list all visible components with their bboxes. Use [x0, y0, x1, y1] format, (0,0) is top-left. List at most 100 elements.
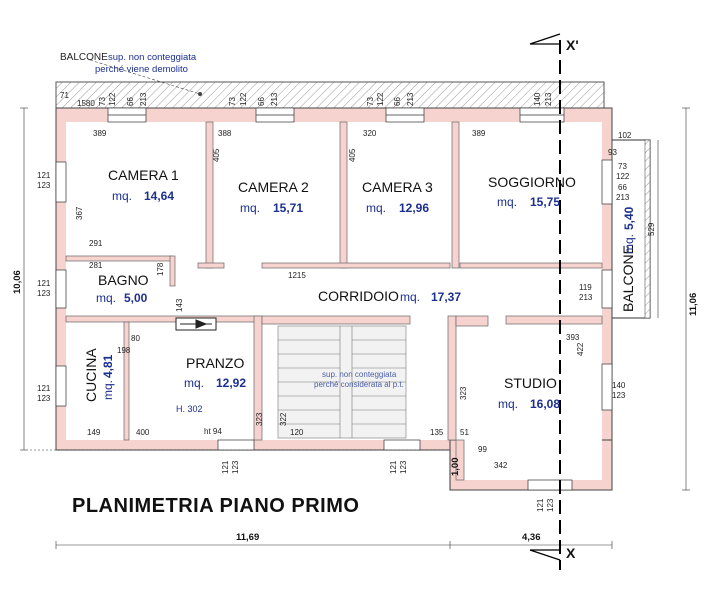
- dim-r529: 529: [647, 222, 656, 236]
- dim-r66: 66: [618, 183, 627, 192]
- dim-b123c: 123: [546, 498, 555, 512]
- room-name-camera2: CAMERA 2: [238, 179, 309, 195]
- window-left-camera1: [55, 161, 67, 203]
- section-mark-bottom: X: [566, 545, 576, 561]
- interior-walls: [65, 121, 603, 481]
- room-area-prefix-cucina: mq.: [101, 380, 115, 400]
- hood-symbol: [175, 317, 217, 331]
- room-area-camera1: 14,64: [144, 189, 174, 203]
- dim-r119: 119: [579, 283, 592, 292]
- dim-l121a: 121: [37, 171, 51, 180]
- dim-r102: 102: [618, 131, 632, 140]
- dim-w291: 291: [89, 239, 103, 248]
- dim-r93: 93: [608, 148, 617, 157]
- dim-h178: 178: [156, 262, 165, 276]
- room-height-pranzo: H. 302: [176, 404, 203, 414]
- dim-h367: 367: [75, 206, 84, 220]
- door-right-balcone: [601, 269, 613, 309]
- dim-w389b: 389: [472, 129, 486, 138]
- dim-w198: 198: [117, 346, 131, 355]
- room-area-prefix-camera2: mq.: [240, 201, 260, 215]
- room-area-prefix-corridoio: mq.: [400, 290, 420, 304]
- room-name-pranzo: PRANZO: [186, 355, 244, 371]
- overall-width-left: 11,69: [236, 532, 259, 543]
- balcony-note-line1: sup. non conteggiata: [108, 52, 197, 63]
- dim-r73: 73: [618, 162, 627, 171]
- room-name-camera1: CAMERA 1: [108, 167, 179, 183]
- dim-w149: 149: [87, 428, 101, 437]
- section-mark-top: X': [566, 37, 579, 53]
- overall-width-right: 4,36: [522, 532, 541, 543]
- dim-v323a: 323: [255, 412, 264, 426]
- window-bottom-pranzo: [217, 439, 255, 451]
- staircase: [277, 325, 407, 439]
- room-area-prefix-balcone-right: mq.: [622, 234, 636, 254]
- plan-title: PLANIMETRIA PIANO PRIMO: [72, 495, 359, 517]
- window-bottom-stair: [383, 439, 421, 451]
- dim-c4a: 140: [533, 92, 542, 106]
- dim-l121c: 121: [37, 384, 51, 393]
- dim-w320: 320: [363, 129, 377, 138]
- dim-c3a: 73: [366, 97, 375, 106]
- dim-w80: 80: [131, 334, 140, 343]
- stair-note-line1: sup. non conteggiata: [322, 370, 397, 379]
- dim-l123b: 123: [37, 289, 51, 298]
- dim-b123a: 123: [231, 460, 240, 474]
- dim-w389a: 389: [93, 129, 107, 138]
- dim-c2d: 213: [270, 92, 279, 106]
- dim-w135: 135: [430, 428, 444, 437]
- window-left-cucina: [55, 365, 67, 407]
- room-name-balcone-right: BALCONE: [620, 245, 636, 312]
- dim-r213: 213: [616, 193, 630, 202]
- room-area-prefix-studio: mq.: [498, 397, 518, 411]
- window-left-bagno: [55, 269, 67, 309]
- dim-c1c: 66: [126, 97, 135, 106]
- room-name-camera3: CAMERA 3: [362, 179, 433, 195]
- dim-71: 71: [60, 91, 69, 100]
- dim-c1a: 73: [98, 97, 107, 106]
- dim-b121a: 121: [221, 460, 230, 474]
- stair-note-line2: perché considerata al p.t.: [314, 380, 404, 389]
- room-area-bagno: 5,00: [124, 291, 148, 305]
- overall-height-left: 10,06: [12, 270, 23, 294]
- room-area-soggiorno: 15,75: [530, 195, 560, 209]
- room-area-studio: 16,08: [530, 397, 560, 411]
- room-area-prefix-camera1: mq.: [112, 189, 132, 203]
- dim-r123: 123: [612, 391, 626, 400]
- dim-w1215: 1215: [288, 271, 306, 280]
- dim-c1b: 122: [108, 92, 117, 106]
- balcony-right: [611, 139, 651, 319]
- dim-1580: 1580: [77, 99, 95, 108]
- dim-r422: 422: [576, 342, 585, 356]
- balcony-top-hatched: [55, 81, 605, 109]
- dim-l123a: 123: [37, 181, 51, 190]
- dim-c2b: 122: [239, 92, 248, 106]
- room-area-camera3: 12,96: [399, 201, 429, 215]
- dim-r213b: 213: [579, 293, 593, 302]
- dim-v322: 322: [279, 412, 288, 426]
- dim-c2c: 66: [257, 97, 266, 106]
- room-name-soggiorno: SOGGIORNO: [488, 174, 576, 190]
- dim-b121c: 121: [536, 498, 545, 512]
- dim-c4b: 213: [544, 92, 553, 106]
- dim-ht94: ht 94: [204, 427, 222, 436]
- balcony-note-line2: perché viene demolito: [95, 64, 188, 75]
- dim-l123c: 123: [37, 394, 51, 403]
- dim-c3d: 213: [406, 92, 415, 106]
- overall-offset: 1,00: [450, 458, 461, 477]
- room-area-corridoio: 17,37: [431, 290, 461, 304]
- dim-c3b: 122: [376, 92, 385, 106]
- room-area-cucina: 4,81: [101, 354, 115, 378]
- dim-r393: 393: [566, 333, 580, 342]
- room-name-bagno: BAGNO: [98, 272, 149, 288]
- room-area-prefix-soggiorno: mq.: [497, 195, 517, 209]
- room-name-cucina: CUCINA: [83, 348, 99, 402]
- dim-w51: 51: [460, 428, 469, 437]
- dim-w342: 342: [494, 461, 508, 470]
- room-area-balcone-right: 5,40: [622, 206, 636, 230]
- room-area-camera2: 15,71: [273, 201, 303, 215]
- room-name-corridoio: CORRIDOIO: [318, 288, 399, 304]
- dim-b121b: 121: [389, 460, 398, 474]
- overall-height-right: 11,06: [688, 293, 699, 316]
